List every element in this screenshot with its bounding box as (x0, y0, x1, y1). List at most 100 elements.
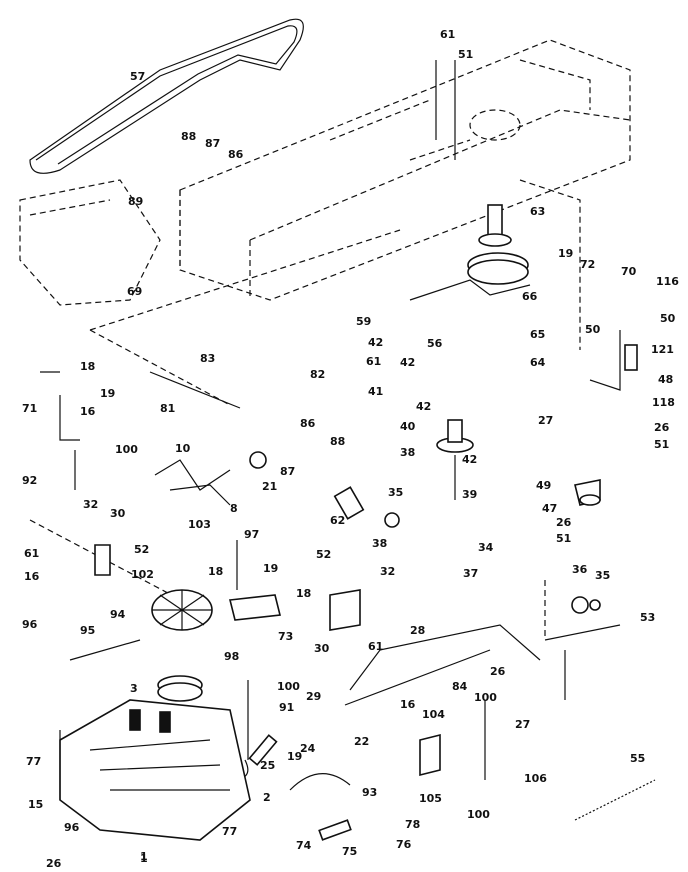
fan-pulley (151, 589, 213, 702)
part-number-label: 100 (474, 691, 497, 704)
part-number-label: 38 (372, 537, 387, 550)
part-number-label: 24 (300, 742, 316, 755)
pulley-assembly (435, 60, 529, 500)
part-number-label: 103 (188, 518, 211, 531)
part-number-label: 18 (208, 565, 223, 578)
part-number-label: 121 (651, 343, 674, 356)
part-number-label: 53 (640, 611, 655, 624)
part-number-label: 51 (654, 438, 669, 451)
part-number-label: 65 (530, 328, 545, 341)
spring-55 (574, 779, 656, 821)
part-number-label: 37 (463, 567, 478, 580)
part-number-label: 1 (140, 852, 148, 865)
part-number-label: 38 (400, 446, 415, 459)
part-number-label: 71 (22, 402, 37, 415)
misc-parts (59, 344, 638, 841)
part-number-label: 56 (427, 337, 443, 350)
part-number-label: 8 (230, 502, 238, 515)
part-number-label: 26 (654, 421, 670, 434)
part-number-label: 64 (530, 356, 546, 369)
part-number-label: 26 (46, 857, 62, 870)
part-number-label: 18 (296, 587, 311, 600)
part-number-label: 104 (422, 708, 445, 721)
part-number-label: 88 (181, 130, 196, 143)
part-number-label: 21 (262, 480, 277, 493)
part-number-label: 51 (458, 48, 473, 61)
part-number-label: 36 (572, 563, 588, 576)
part-number-label: 72 (580, 258, 595, 271)
part-number-label: 59 (356, 315, 371, 328)
part-number-label: 30 (110, 507, 126, 520)
part-number-label: 63 (530, 205, 545, 218)
part-number-label: 92 (22, 474, 37, 487)
part-number-label: 50 (660, 312, 676, 325)
part-number-label: 55 (630, 752, 645, 765)
part-number-label: 28 (410, 624, 425, 637)
part-number-label: 95 (80, 624, 95, 637)
part-number-label: 40 (400, 420, 416, 433)
part-number-label: 16 (80, 405, 96, 418)
part-number-label: 47 (542, 502, 557, 515)
part-number-label: 27 (515, 718, 530, 731)
part-number-label: 26 (490, 665, 506, 678)
part-number-label: 27 (538, 414, 553, 427)
part-number-label: 100 (277, 680, 300, 693)
linkages (40, 279, 621, 781)
part-number-label: 69 (127, 285, 142, 298)
part-number-label: 66 (522, 290, 538, 303)
part-number-label: 94 (110, 608, 126, 621)
part-number-label: 89 (128, 195, 143, 208)
part-number-label: 42 (400, 356, 415, 369)
part-number-label: 18 (80, 360, 95, 373)
part-number-label: 87 (280, 465, 295, 478)
part-number-label: 105 (419, 792, 442, 805)
part-number-label: 83 (200, 352, 215, 365)
part-number-label: 42 (462, 453, 477, 466)
part-number-label: 52 (316, 548, 331, 561)
part-number-label: 61 (366, 355, 381, 368)
part-number-label: 19 (100, 387, 115, 400)
part-number-label: 2 (263, 791, 271, 804)
part-number-label: 88 (330, 435, 345, 448)
part-number-label: 62 (330, 514, 345, 527)
part-number-label: 48 (658, 373, 673, 386)
part-number-label: 118 (652, 396, 675, 409)
part-number-label: 96 (64, 821, 80, 834)
part-number-label: 16 (400, 698, 416, 711)
part-number-label: 42 (416, 400, 431, 413)
part-number-label: 50 (585, 323, 601, 336)
part-number-label: 77 (26, 755, 41, 768)
part-number-label: 19 (558, 247, 573, 260)
part-number-label: 86 (228, 148, 244, 161)
part-number-label: 49 (536, 479, 551, 492)
part-number-label: 35 (595, 569, 610, 582)
part-number-label: 106 (524, 772, 547, 785)
part-number-label: 42 (368, 336, 383, 349)
part-number-label: 34 (478, 541, 494, 554)
part-number-label: 73 (278, 630, 293, 643)
part-number-label: 102 (131, 568, 154, 581)
part-number-label: 32 (380, 565, 395, 578)
part-number-label: 61 (368, 640, 383, 653)
part-number-label: 96 (22, 618, 38, 631)
part-number-label: 77 (222, 825, 237, 838)
part-number-label: 84 (452, 680, 468, 693)
part-number-label: 30 (314, 642, 330, 655)
part-number-label: 82 (310, 368, 325, 381)
part-number-label: 100 (467, 808, 490, 821)
part-number-label: 97 (244, 528, 259, 541)
part-number-label: 29 (306, 690, 321, 703)
part-number-label: 93 (362, 786, 377, 799)
part-number-label: 39 (462, 488, 477, 501)
part-number-label: 25 (260, 759, 275, 772)
drive-belt (29, 18, 304, 174)
part-number-label: 98 (224, 650, 239, 663)
part-number-label: 86 (300, 417, 316, 430)
part-number-label: 10 (175, 442, 191, 455)
part-number-label: 116 (656, 275, 679, 288)
part-number-label: 19 (287, 750, 302, 763)
part-number-label: 15 (28, 798, 43, 811)
transaxle (59, 699, 251, 841)
part-number-label: 100 (115, 443, 138, 456)
